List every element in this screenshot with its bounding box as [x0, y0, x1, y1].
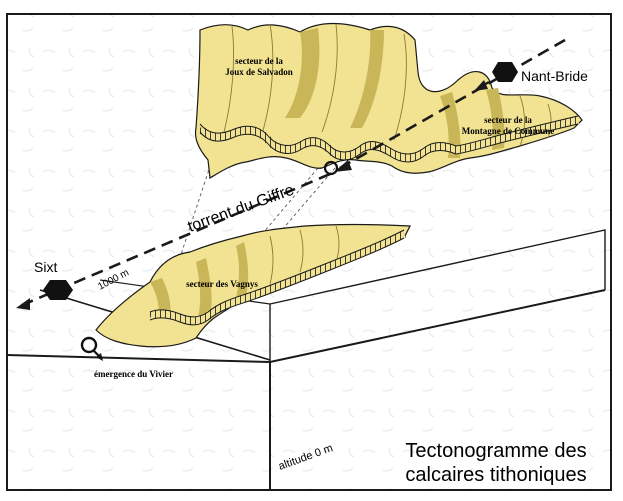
- label-montagne-line1: secteur de la: [484, 115, 532, 125]
- arrow-head-icon: [474, 80, 488, 91]
- circle-icon: [80, 336, 98, 354]
- label-vagnys: secteur des Vagnys: [186, 279, 258, 289]
- giffre-torrent-line: [16, 38, 566, 310]
- title-line1: Tectonogramme des: [405, 440, 586, 462]
- label-joux-line1: secteur de la: [235, 56, 283, 66]
- label-emergence: émergence du Vivier: [94, 369, 173, 379]
- arrow-head-icon: [16, 298, 30, 310]
- label-montagne-line2: Montagne de Commune: [462, 126, 555, 136]
- label-nant-bride: Nant-Bride: [521, 68, 588, 84]
- lower-fold-edge: [148, 230, 406, 325]
- arrow-head-icon: [334, 160, 352, 172]
- hexagon-icon: [492, 62, 518, 82]
- title-line2: calcaires tithoniques: [405, 464, 586, 486]
- label-sixt: Sixt: [34, 259, 57, 275]
- label-joux-line2: Joux de Salvadon: [225, 67, 293, 77]
- hexagon-icon: [43, 280, 73, 300]
- upper-fold-edge: [196, 116, 579, 162]
- circle-icon: [323, 160, 339, 176]
